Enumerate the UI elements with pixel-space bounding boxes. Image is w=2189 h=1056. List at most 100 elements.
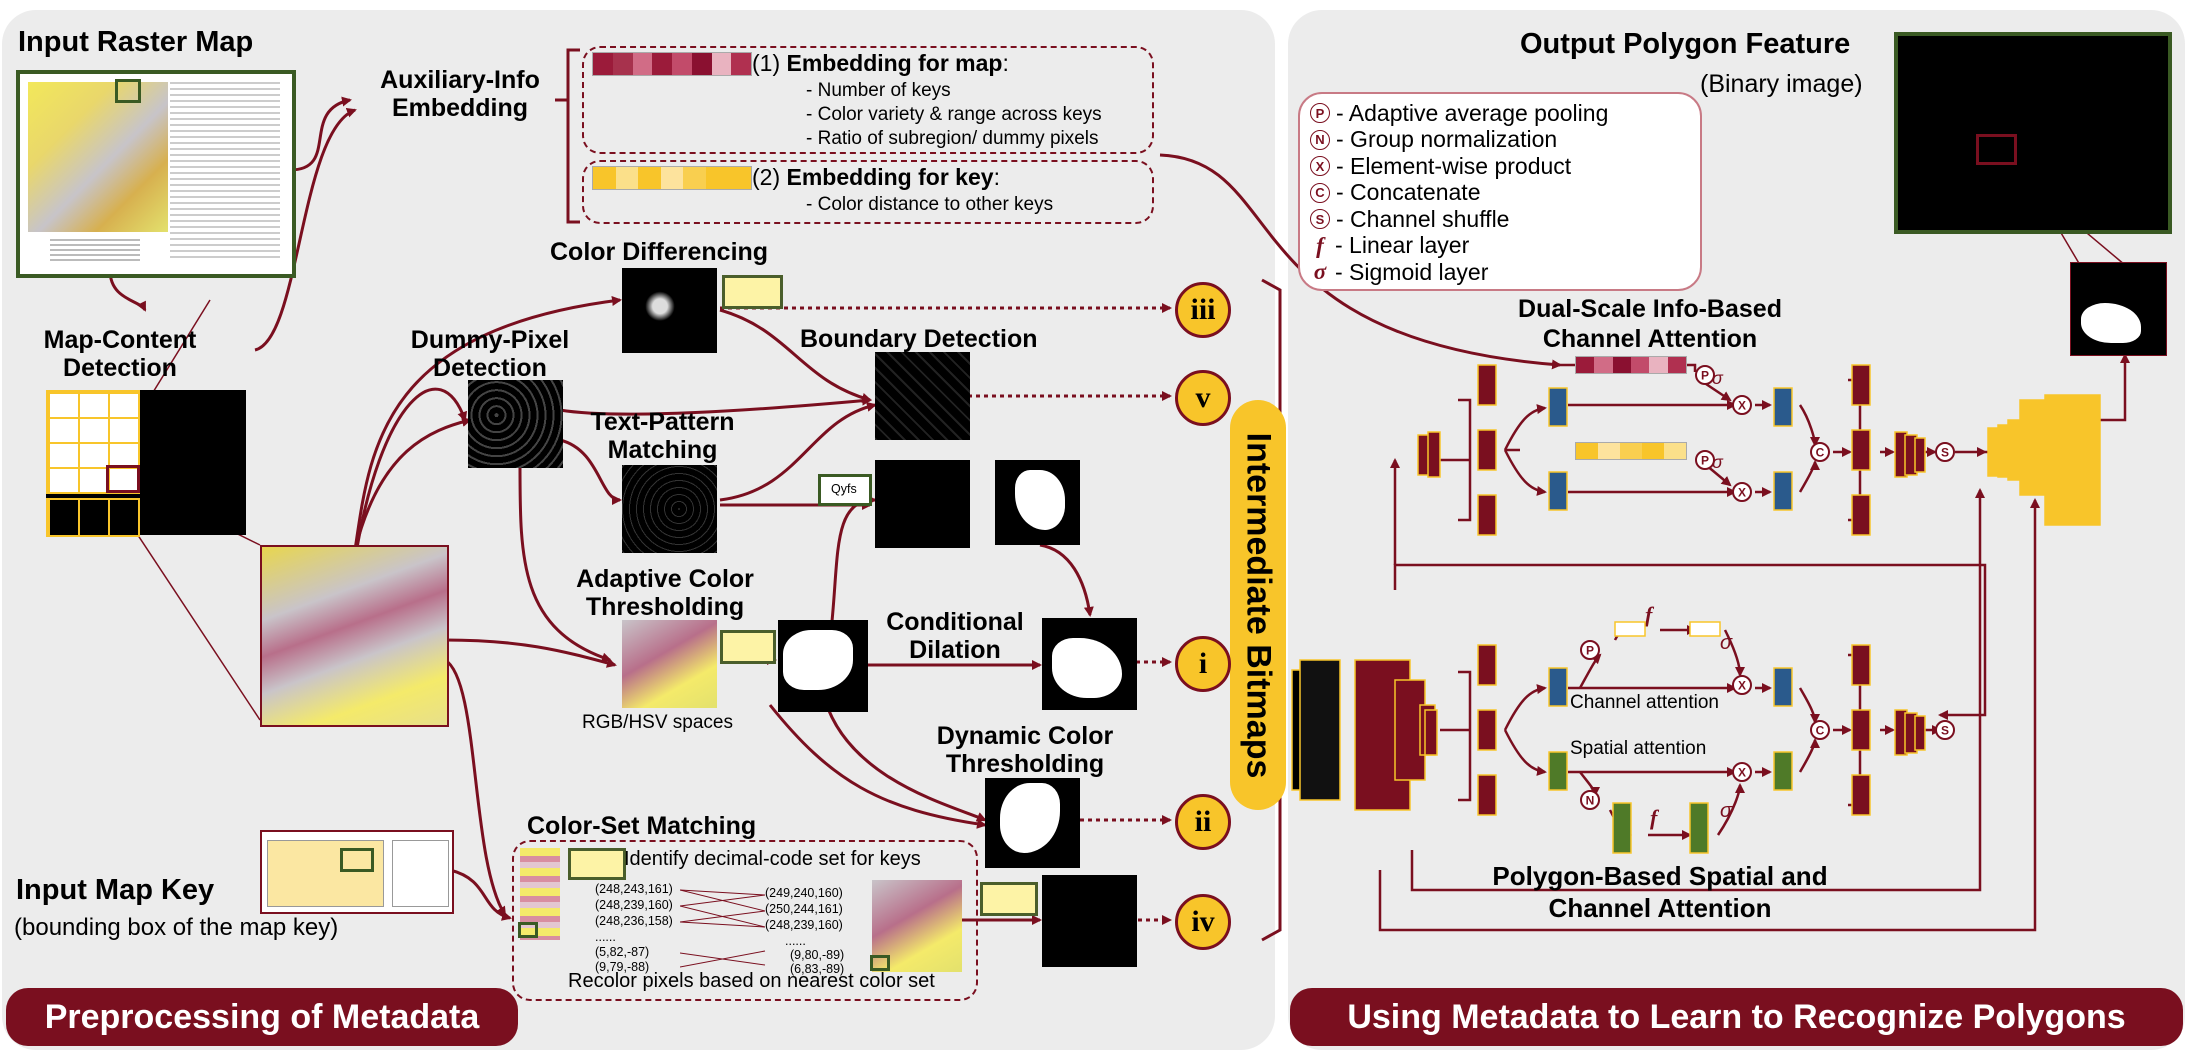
input-raster-map-title: Input Raster Map [18,26,254,58]
roman-iv: iv [1175,894,1231,950]
dual-scale-map-strip [1575,356,1687,374]
intermediate-bitmaps-bar: Intermediate Bitmaps [1230,400,1286,810]
dummy-pixel-detection-text: Dummy-Pixel Detection [410,326,570,382]
code-left-2: (248,239,160) [595,898,673,912]
input-raster-map-image[interactable] [16,70,296,278]
rgb-hsv-image[interactable] [622,620,717,708]
text-pattern-matching-label: Text-Pattern Matching [575,408,750,464]
shuffle-op-poly [1935,720,1955,740]
output-polygon-image[interactable] [1894,32,2172,234]
concat-op-dual-glyph: C [1816,446,1825,460]
text-pattern-bitmap[interactable] [622,465,717,553]
aux-info-embedding-label: Auxiliary-Info Embedding [360,66,560,122]
text-pattern-key-box: Qyfs [818,474,872,506]
dummy-pixel-bitmap[interactable] [468,380,563,468]
color-differencing-key-swatch [722,275,783,309]
pool-op-dual-top-glyph: P [1701,369,1709,383]
dual-branch-top [1548,387,1568,427]
dual-cat-top [1851,364,1871,406]
code-left-6: (9,79,-88) [595,960,650,974]
dual-scale-title: Dual-Scale Info-Based Channel Attention [1500,294,1800,354]
conditional-dilation-label: Conditional Dilation [870,608,1040,664]
dynamic-threshold-bitmap[interactable] [985,778,1080,868]
output-polygon-zoom[interactable] [2070,262,2167,356]
poly-f-mid [1477,709,1497,751]
product-icon: X [1310,156,1330,177]
decoder-4 [2019,399,2049,496]
concat-op-dual [1810,442,1830,462]
legend-text-pool: - Adaptive average pooling [1336,99,1609,126]
dual-cat-mid [1851,429,1871,471]
pool-op-dual-bot [1695,450,1715,470]
color-differencing-label: Color Differencing [550,238,769,266]
legend-text-concat: - Concatenate [1336,179,1481,206]
identify-decimal-label: Identify decimal-code set for keys [624,848,921,870]
product-op-spatial-glyph: X [1738,766,1746,780]
embedding-map-item-1: - Number of keys [806,80,951,101]
color-set-output-bitmap[interactable] [1042,875,1137,967]
conditional-dilation-text: Conditional Dilation [886,608,1024,664]
legend-row-norm: N- Group normalization [1310,126,1608,154]
concat-icon: C [1310,182,1330,203]
pool-op-dual-bot-glyph: P [1701,454,1709,468]
code-right-6: (6,83,-89) [790,962,845,976]
adaptive-threshold-bitmap[interactable] [778,620,868,712]
shuffle-op-poly-glyph: S [1941,724,1949,738]
poly-cat-bot [1851,774,1871,816]
sigmoid-icon: σ [1313,259,1327,285]
product-op-dual-bot-glyph: X [1738,486,1746,500]
channel-vec-in [1614,621,1646,637]
dynamic-color-thresholding-label: Dynamic Color Thresholding [930,722,1120,778]
dual-cat-bot [1851,494,1871,536]
input-map-key-title: Input Map Key [16,874,215,906]
color-differencing-bitmap[interactable] [622,268,717,353]
embedding-key-strip [592,166,752,190]
legend-text-linear: - Linear layer [1335,232,1470,259]
map-content-grid-image[interactable] [46,390,246,537]
output-polygon-subtitle: (Binary image) [1700,70,1863,98]
encoder-input-b [1299,659,1341,801]
input-map-key-image[interactable] [260,830,454,914]
sigmoid-op-top: σ [1720,632,1733,654]
legend-row-shuffle: S- Channel shuffle [1310,206,1608,233]
boundary-detection-bitmap[interactable] [875,352,970,440]
code-right-1: (249,240,160) [765,886,843,900]
color-set-matching-label: Color-Set Matching [527,812,757,840]
concat-op-poly-glyph: C [1816,724,1825,738]
polygon-based-title: Polygon-Based Spatial and Channel Attent… [1440,860,1880,924]
sigmoid-op-dual-bottom: σ [1712,452,1723,472]
legend-row-product: X- Element-wise product [1310,153,1608,180]
pool-icon: P [1310,103,1330,124]
embedding-key-heading: (2) Embedding for key: [752,164,1000,191]
poly-out-spatial [1773,751,1793,791]
adaptive-color-thresholding-label: Adaptive Color Thresholding [560,565,770,621]
encoder-block-4 [1424,709,1438,756]
roman-i: i [1175,636,1231,692]
code-right-2: (250,244,161) [765,902,843,916]
spatial-attention-label: Spatial attention [1570,738,1707,759]
dual-scale-key-strip [1575,442,1687,460]
text-pattern-matched-bitmap[interactable] [875,460,970,548]
recolor-pixels-label: Recolor pixels based on nearest color se… [568,970,935,992]
conditional-dilation-bitmap[interactable] [1042,618,1137,710]
dual-out-bot [1773,471,1793,511]
operator-legend: P - Adaptive average pooling N- Group nor… [1298,92,1702,291]
left-banner: Preprocessing of Metadata [6,988,518,1046]
linear-icon: f [1316,232,1324,258]
code-left-4: ...... [595,930,616,944]
dual-out-3 [1914,437,1926,473]
pool-op-poly-glyph: P [1586,644,1594,658]
code-match-lines [680,889,766,968]
subregion-map-image[interactable] [260,545,449,727]
embedding-map-index: (1) [752,50,781,76]
norm-icon: N [1310,129,1330,150]
embedding-key-item-1: - Color distance to other keys [806,194,1054,215]
embedding-map-item-3: - Ratio of subregion/ dummy pixels [806,128,1099,149]
text-pattern-dilated-bitmap[interactable] [995,460,1080,545]
color-set-key-marker [518,922,538,938]
legend-row-concat: C - Concatenate [1310,179,1608,207]
linear-op-top: f [1645,602,1653,627]
